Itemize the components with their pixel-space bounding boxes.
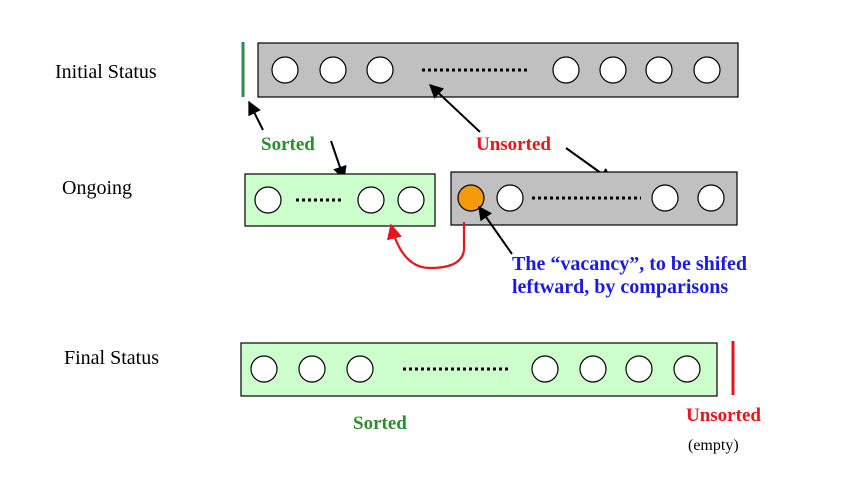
arrow-unsorted-to-initial [428,84,481,133]
element-circle [531,355,559,383]
element-circles-ongoing-unsorted [496,184,725,212]
element-circle [693,56,721,84]
element-circle [579,355,607,383]
element-circle [319,56,347,84]
element-circle [366,56,394,84]
label-initial-status: Initial Status [55,61,157,83]
element-circle [397,186,425,214]
element-circle [254,186,282,214]
element-circle [298,355,326,383]
vacancy-note-line2: leftward, by comparisons [512,276,728,298]
element-circle [271,56,299,84]
element-circle [673,355,701,383]
element-circle [599,56,627,84]
element-circle [346,355,374,383]
element-circle [496,184,524,212]
tag-sorted-bottom: Sorted [353,413,407,434]
shift-left-arrow [386,222,466,270]
element-circle [697,184,725,212]
label-ongoing: Ongoing [62,177,132,199]
element-circle [357,186,385,214]
arrow-note-to-vacancy [478,205,513,255]
element-circle [645,56,673,84]
vacancy-circle [457,184,485,212]
vacancy-note-line1: The “vacancy”, to be shifed [512,253,747,275]
label-final-status: Final Status [64,347,159,369]
tag-unsorted-bottom: Unsorted [686,405,761,426]
empty-note: (empty) [688,437,739,454]
arrow-sorted-to-boundary [248,100,264,131]
element-circles-ongoing-sorted [254,186,425,214]
element-circle [250,355,278,383]
element-circle [552,56,580,84]
element-circles-final [250,355,701,383]
arrow-sorted-to-ongoing [330,140,347,181]
element-circle [625,355,653,383]
tag-sorted-top: Sorted [261,134,315,155]
tag-unsorted-top: Unsorted [476,134,551,155]
element-circle [651,184,679,212]
element-circles-initial [271,56,721,84]
